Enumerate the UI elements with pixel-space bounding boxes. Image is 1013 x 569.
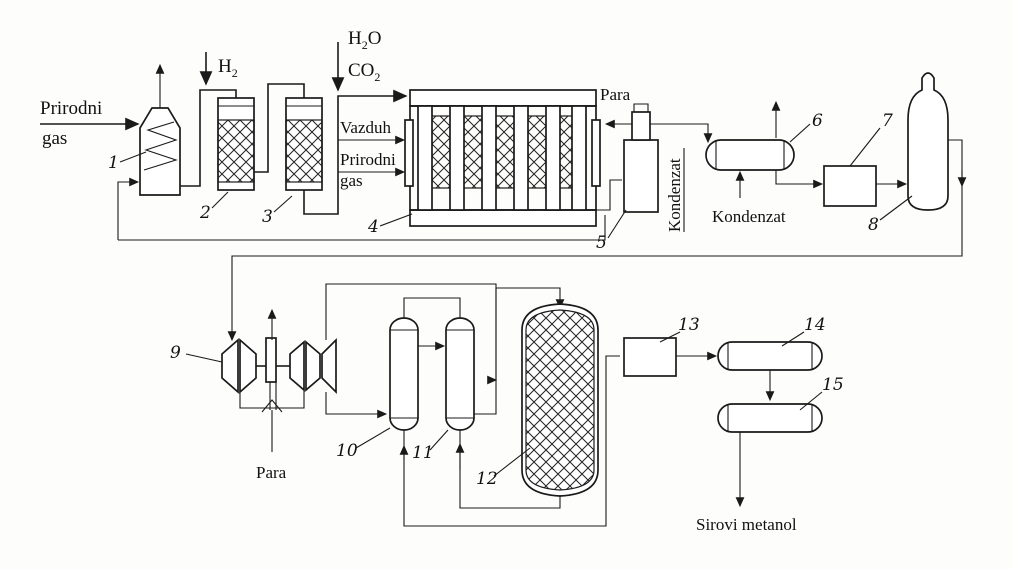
unit-7-box [823,165,877,207]
line-8-to-compressor [227,139,963,342]
h2-label: H2 [218,56,238,80]
number-4: 4 [367,217,379,237]
number-1: 1 [108,153,119,173]
line-11-to-12 [474,287,565,415]
steam-in-arrow [261,399,283,413]
unit-1-furnace [139,63,181,196]
unit-8-vessel [907,72,949,211]
number-2: 2 [199,203,211,223]
number-15: 15 [822,375,844,395]
h2o-label: H2O [348,28,381,52]
line-return-bottom [403,355,620,527]
unit-13-box [623,337,677,377]
number-13: 13 [678,315,700,335]
compressor-interstage-line [239,390,305,409]
natural-gas-label-2: gas [42,128,67,149]
boiler-to-separator-line [650,123,713,144]
number-11: 11 [412,443,434,463]
condensate-vertical-label: Kondenzat [665,158,684,232]
compressor-to-10-line [325,392,388,419]
reformer-gas-label-1: Prirodni [340,150,396,169]
recycle-bottom-line [118,215,606,241]
separator-to-7-line [775,170,824,189]
air-label: Vazduh [340,118,391,137]
unit-5-boiler [623,103,659,213]
unit-15-separator [717,403,823,433]
number-3: 3 [262,207,273,227]
number-6: 6 [812,111,823,131]
number-9: 9 [170,343,181,363]
line-1-to-2 [180,89,237,187]
line-3-to-reformer [303,89,408,215]
compressor-shaft-lines [269,382,277,410]
unit-10-column [389,317,419,431]
number-10: 10 [336,441,358,461]
co2-label: CO2 [348,60,380,84]
number-12: 12 [476,469,498,489]
reformer-gas-label-2: gas [340,171,363,190]
natural-gas-label-1: Prirodni [40,98,102,119]
unit-9-compressor [221,337,337,395]
condensate-label: Kondenzat [712,207,786,226]
number-8: 8 [868,215,879,235]
unit-11-column [445,317,475,431]
unit-14-separator [717,341,823,371]
steam-bottom-label: Para [256,463,287,482]
unit-2-reactor [217,97,255,191]
line-10-11-top [403,297,461,318]
steam-top-label: Para [600,85,631,104]
unit-4-reformer [404,89,601,227]
number-14: 14 [804,315,826,335]
line-2-to-3 [254,83,305,173]
unit-6-separator [705,139,795,171]
unit-3-reactor [285,97,323,191]
crude-methanol-label: Sirovi metanol [696,515,797,534]
number-7: 7 [882,111,893,131]
number-5: 5 [596,233,607,253]
recycle-line-to-furnace [117,177,140,240]
reformer-to-boiler-line [596,179,622,211]
equipment-number-labels: 1 2 3 4 5 6 7 8 9 10 11 12 13 14 15 [108,111,913,489]
unit-12-reactor [521,303,599,497]
